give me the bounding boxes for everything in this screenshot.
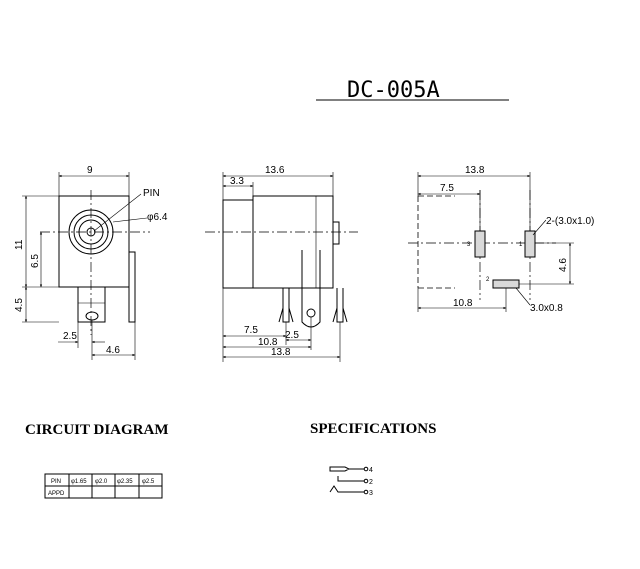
side-terminal-rear <box>332 288 348 323</box>
front-dim-pin-offset: 2.5 <box>63 331 77 342</box>
front-dim-lower-center: 6.5 <box>30 254 41 268</box>
drawing-title: DC-005A <box>347 78 440 103</box>
table-col-2: φ2.0 <box>95 479 108 485</box>
front-pin-hole <box>85 311 99 321</box>
side-terminal-hole <box>306 308 316 318</box>
side-rear-cap <box>332 221 340 245</box>
front-body <box>58 195 130 288</box>
pcb-pin-1-label: 1 <box>519 242 523 248</box>
front-side-tab <box>128 251 136 323</box>
pcb-slot-1 <box>524 230 536 258</box>
pcb-pin-2-label: 2 <box>486 277 490 283</box>
pcb-dim-4-6: 4.6 <box>558 258 569 272</box>
pcb-pin-3-label: 3 <box>467 242 471 248</box>
side-dim-length: 13.6 <box>265 165 285 176</box>
table-row-header-appd: APPD <box>48 491 65 497</box>
front-view: 9 11 6.5 4.5 2.5 4.6 PIN φ6.4 <box>14 165 168 360</box>
side-view: 13.6 3.3 7.5 2.5 10.8 13.8 <box>205 165 358 362</box>
table-col-3: φ2.35 <box>117 479 133 485</box>
front-pin-tab <box>77 287 106 323</box>
pcb-dim-13-8: 13.8 <box>465 165 485 176</box>
jack-schematic: 4 2 3 <box>329 466 373 497</box>
circuit-diagram-heading: CIRCUIT DIAGRAM <box>25 422 168 438</box>
pin-table: PIN APPD φ1.65 φ2.0 φ2.35 φ2.5 <box>44 473 163 499</box>
side-dim-10-8: 10.8 <box>258 337 278 348</box>
pcb-slot-3 <box>474 230 486 258</box>
terminal-4-label: 4 <box>369 467 373 474</box>
side-terminal-front <box>278 288 294 323</box>
table-col-4: φ2.5 <box>142 479 155 485</box>
front-dim-pin-span: 4.6 <box>106 345 120 356</box>
pcb-dim-7-5: 7.5 <box>440 183 454 194</box>
front-label-pin: PIN <box>143 188 160 199</box>
side-dim-front: 3.3 <box>230 176 244 187</box>
side-dim-2-5: 2.5 <box>285 330 299 341</box>
side-dim-7-5: 7.5 <box>244 325 258 336</box>
front-dim-bottom: 4.5 <box>14 298 25 312</box>
terminal-2-label: 2 <box>369 479 373 486</box>
terminal-3-label: 3 <box>369 490 373 497</box>
side-dim-13-8: 13.8 <box>271 347 291 358</box>
table-row-header-pin: PIN <box>51 479 61 485</box>
specifications-heading: SPECIFICATIONS <box>310 421 436 437</box>
pcb-label-slot-single: 3.0x0.8 <box>530 303 563 314</box>
pcb-layout: 3 1 2 13.8 7.5 10.8 4.6 2-(3.0x1.0) 3.0x… <box>408 165 594 314</box>
pcb-slot-2 <box>492 279 520 289</box>
side-body <box>252 195 334 289</box>
front-label-bore: φ6.4 <box>147 212 168 223</box>
pcb-label-slots: 2-(3.0x1.0) <box>546 216 594 227</box>
table-col-1: φ1.65 <box>71 479 87 485</box>
side-nozzle <box>222 199 254 289</box>
front-dim-height: 11 <box>14 239 25 250</box>
front-dim-width: 9 <box>87 165 93 176</box>
pcb-dim-10-8: 10.8 <box>453 298 473 309</box>
